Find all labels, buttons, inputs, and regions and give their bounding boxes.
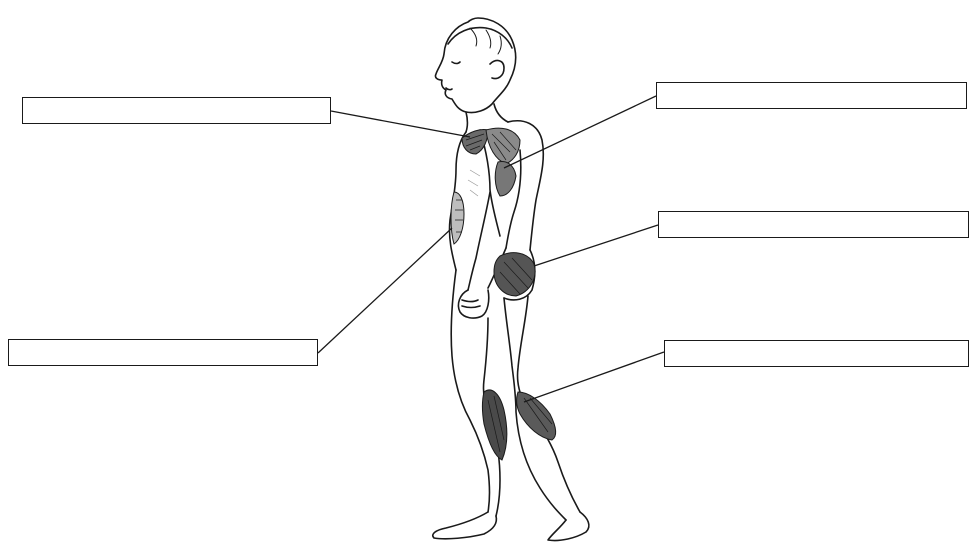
front-calf-muscle xyxy=(483,390,507,460)
hair xyxy=(448,28,512,48)
mouth xyxy=(446,88,452,90)
leader-line-bottom-left xyxy=(318,228,452,353)
label-box-mid-right[interactable] xyxy=(658,211,969,238)
eye xyxy=(452,62,460,64)
label-box-bottom-left[interactable] xyxy=(8,339,318,366)
back-calf-muscle xyxy=(517,392,556,440)
back-foot xyxy=(548,512,589,541)
forearm xyxy=(468,192,490,290)
label-box-top-left[interactable] xyxy=(22,97,331,124)
ear xyxy=(490,61,504,79)
gluteus-muscle xyxy=(494,253,535,296)
front-foot xyxy=(433,512,497,539)
deltoid-muscle xyxy=(486,128,520,164)
leader-line-top-left xyxy=(331,111,470,137)
leader-line-top-right xyxy=(504,96,656,168)
hand xyxy=(458,290,488,318)
label-box-bottom-right[interactable] xyxy=(664,340,969,367)
leader-line-bottom-right xyxy=(524,352,664,402)
leader-line-mid-right xyxy=(534,225,658,266)
label-box-top-right[interactable] xyxy=(656,82,967,109)
